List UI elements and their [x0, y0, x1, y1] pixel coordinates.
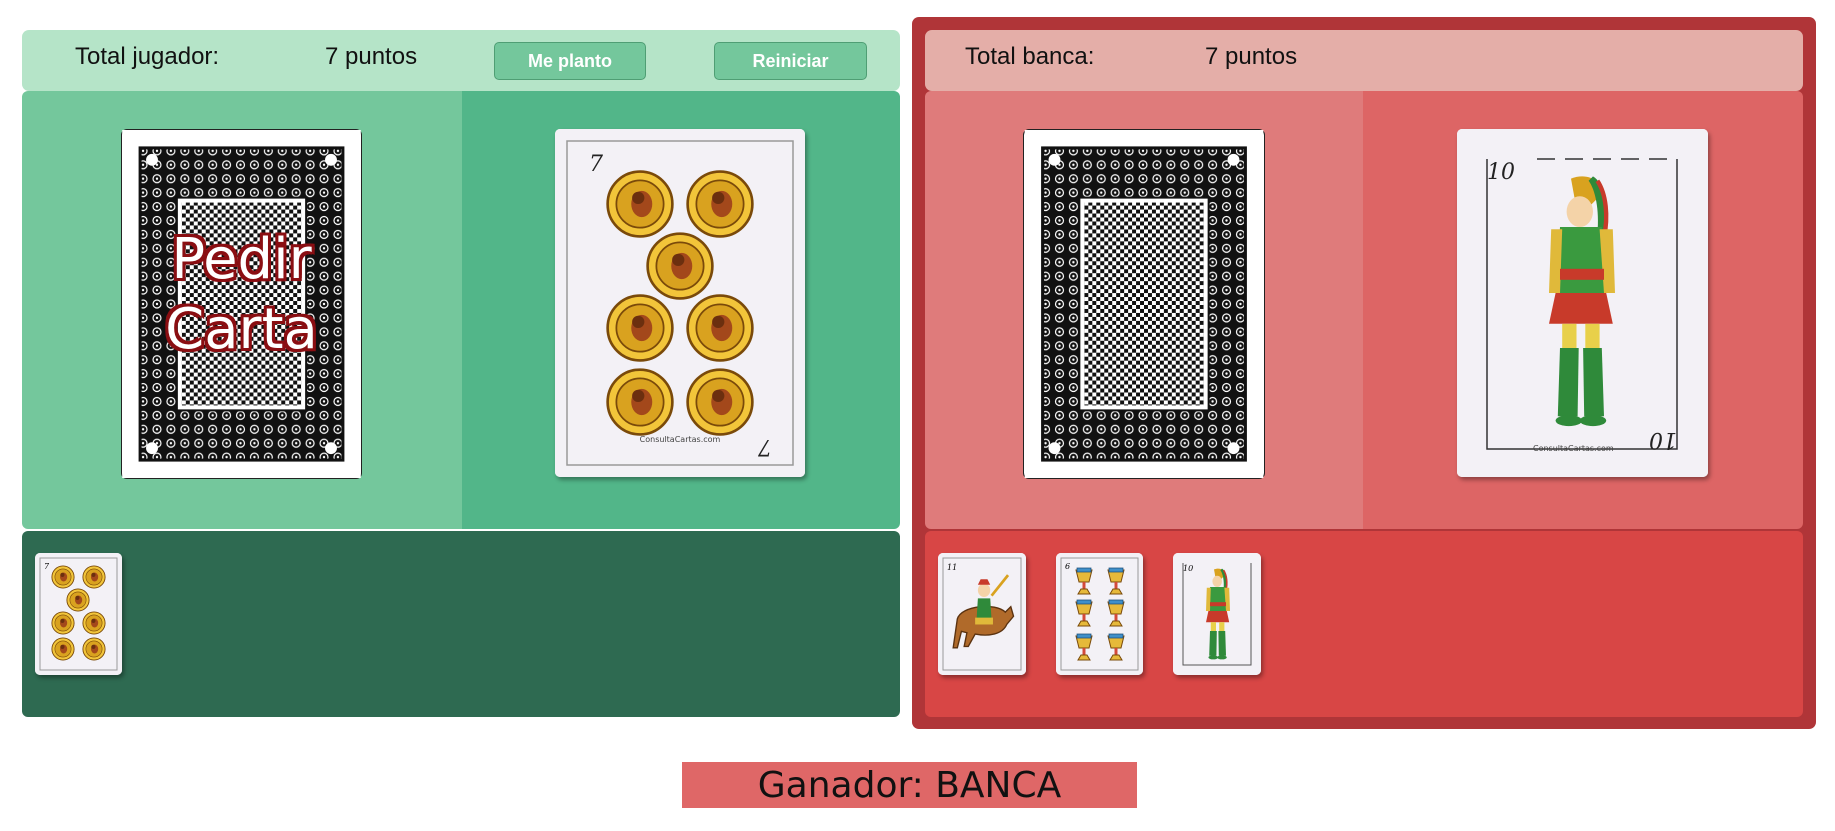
bank-deck	[1023, 129, 1265, 479]
ten-sota-card-image: 10 10 ConsultaCartas.com	[1457, 129, 1708, 477]
svg-text:11: 11	[947, 563, 957, 572]
bank-total-label: Total banca:	[965, 43, 1095, 70]
seven-of-coins-thumbnail: 7	[35, 553, 122, 675]
sota-card-thumbnail: 10	[1173, 553, 1261, 675]
bank-header	[925, 30, 1803, 91]
svg-text:10: 10	[1649, 427, 1677, 452]
svg-text:ConsultaCartas.com: ConsultaCartas.com	[1533, 444, 1614, 453]
six-of-cups-thumbnail: 6	[1056, 553, 1143, 675]
seven-of-coins-card-image: 7 7 ConsultaCartas.com	[555, 129, 805, 477]
caballo-card-thumbnail: 11	[938, 553, 1026, 675]
svg-text:7: 7	[589, 152, 603, 177]
bank-hand-card-2: 6	[1056, 553, 1143, 675]
draw-card-deck[interactable]: Pedir Carta	[121, 129, 362, 479]
svg-text:6: 6	[1065, 562, 1070, 571]
winner-banner: Ganador: BANCA	[682, 762, 1137, 808]
bank-last-card: 10 10 ConsultaCartas.com	[1457, 129, 1708, 477]
draw-card-label-line1: Pedir	[171, 227, 312, 292]
player-hand	[22, 531, 900, 717]
player-total-value: 7 puntos	[325, 43, 418, 70]
bank-hand-card-1: 11	[938, 553, 1026, 675]
svg-text:10: 10	[1183, 564, 1193, 573]
player-hand-card: 7	[35, 553, 122, 675]
player-last-card: 7 7 ConsultaCartas.com	[555, 129, 805, 477]
reset-button[interactable]: Reiniciar	[714, 42, 867, 80]
stand-button[interactable]: Me planto	[494, 42, 646, 80]
draw-card-label-line2: Carta	[165, 297, 318, 362]
bank-total-value: 7 puntos	[1205, 43, 1298, 70]
svg-text:7: 7	[758, 434, 772, 459]
svg-text:7: 7	[44, 562, 50, 571]
svg-text:ConsultaCartas.com: ConsultaCartas.com	[640, 435, 721, 444]
bank-hand-card-3: 10	[1173, 553, 1261, 675]
card-back-image	[1024, 130, 1264, 478]
player-total-label: Total jugador:	[75, 43, 220, 70]
svg-text:10: 10	[1487, 160, 1515, 185]
